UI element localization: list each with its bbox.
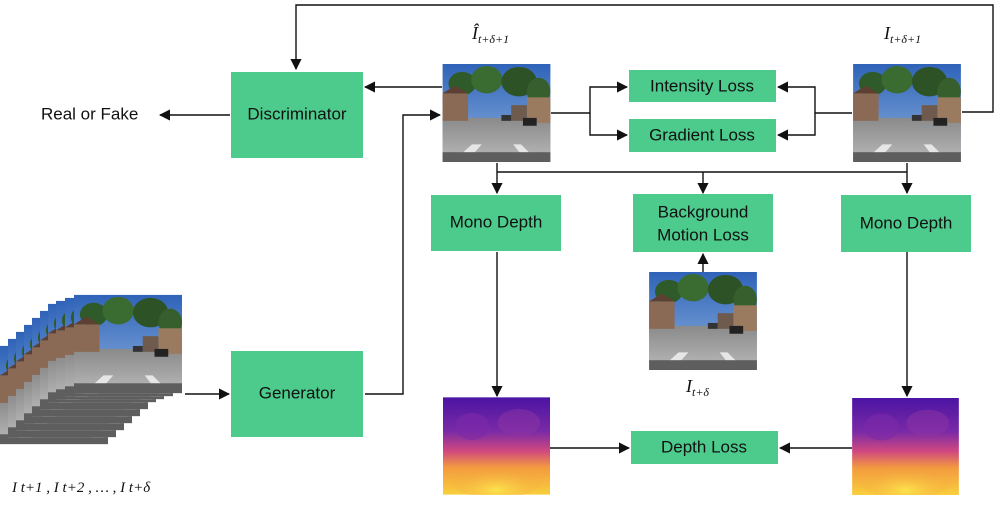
mono-depth-left-box: Mono Depth	[431, 195, 561, 251]
predicted-frame-image	[442, 64, 551, 162]
gradient-loss-label: Gradient Loss	[649, 125, 755, 144]
generator-to-predicted-arrow	[365, 109, 442, 395]
depth-loss-label: Depth Loss	[661, 437, 747, 456]
discriminator-label: Discriminator	[247, 104, 347, 123]
current-frame-label: It+δ	[685, 376, 709, 399]
target-frame-label: It+δ+1	[883, 23, 921, 46]
target-to-intensity-arrow	[776, 81, 852, 114]
gradient-loss-box: Gradient Loss	[629, 119, 776, 152]
depth-map-left-image	[443, 397, 550, 495]
predicted-to-gradient-arrow	[589, 113, 629, 141]
generator-box: Generator	[231, 351, 363, 437]
mono-depth-right-box: Mono Depth	[841, 195, 971, 252]
current-frame-image	[649, 272, 757, 370]
discriminator-box: Discriminator	[231, 72, 363, 158]
real-or-fake-label: Real or Fake	[41, 104, 138, 123]
mono-depth-right-label: Mono Depth	[860, 213, 953, 232]
background-motion-loss-box: Background Motion Loss	[633, 194, 773, 252]
predicted-to-intensity-arrow	[551, 81, 629, 114]
depth-map-right-image	[852, 398, 959, 495]
intensity-loss-box: Intensity Loss	[629, 70, 776, 102]
background-motion-loss-label-line1: Background	[658, 202, 749, 221]
intensity-loss-label: Intensity Loss	[650, 76, 754, 95]
feedback-arrow	[290, 4, 994, 113]
depth-loss-box: Depth Loss	[631, 431, 778, 464]
predicted-frame-label: Ît+δ+1	[471, 22, 509, 46]
input-frames-label: I t+1 , I t+2 , … , I t+δ	[11, 480, 151, 496]
target-frame-image	[853, 64, 961, 162]
background-motion-loss-label-line2: Motion Loss	[657, 225, 749, 244]
mono-depth-left-label: Mono Depth	[450, 212, 543, 231]
generator-label: Generator	[259, 383, 336, 402]
target-to-gradient-arrow	[776, 113, 816, 141]
input-frames-stack	[0, 294, 182, 445]
